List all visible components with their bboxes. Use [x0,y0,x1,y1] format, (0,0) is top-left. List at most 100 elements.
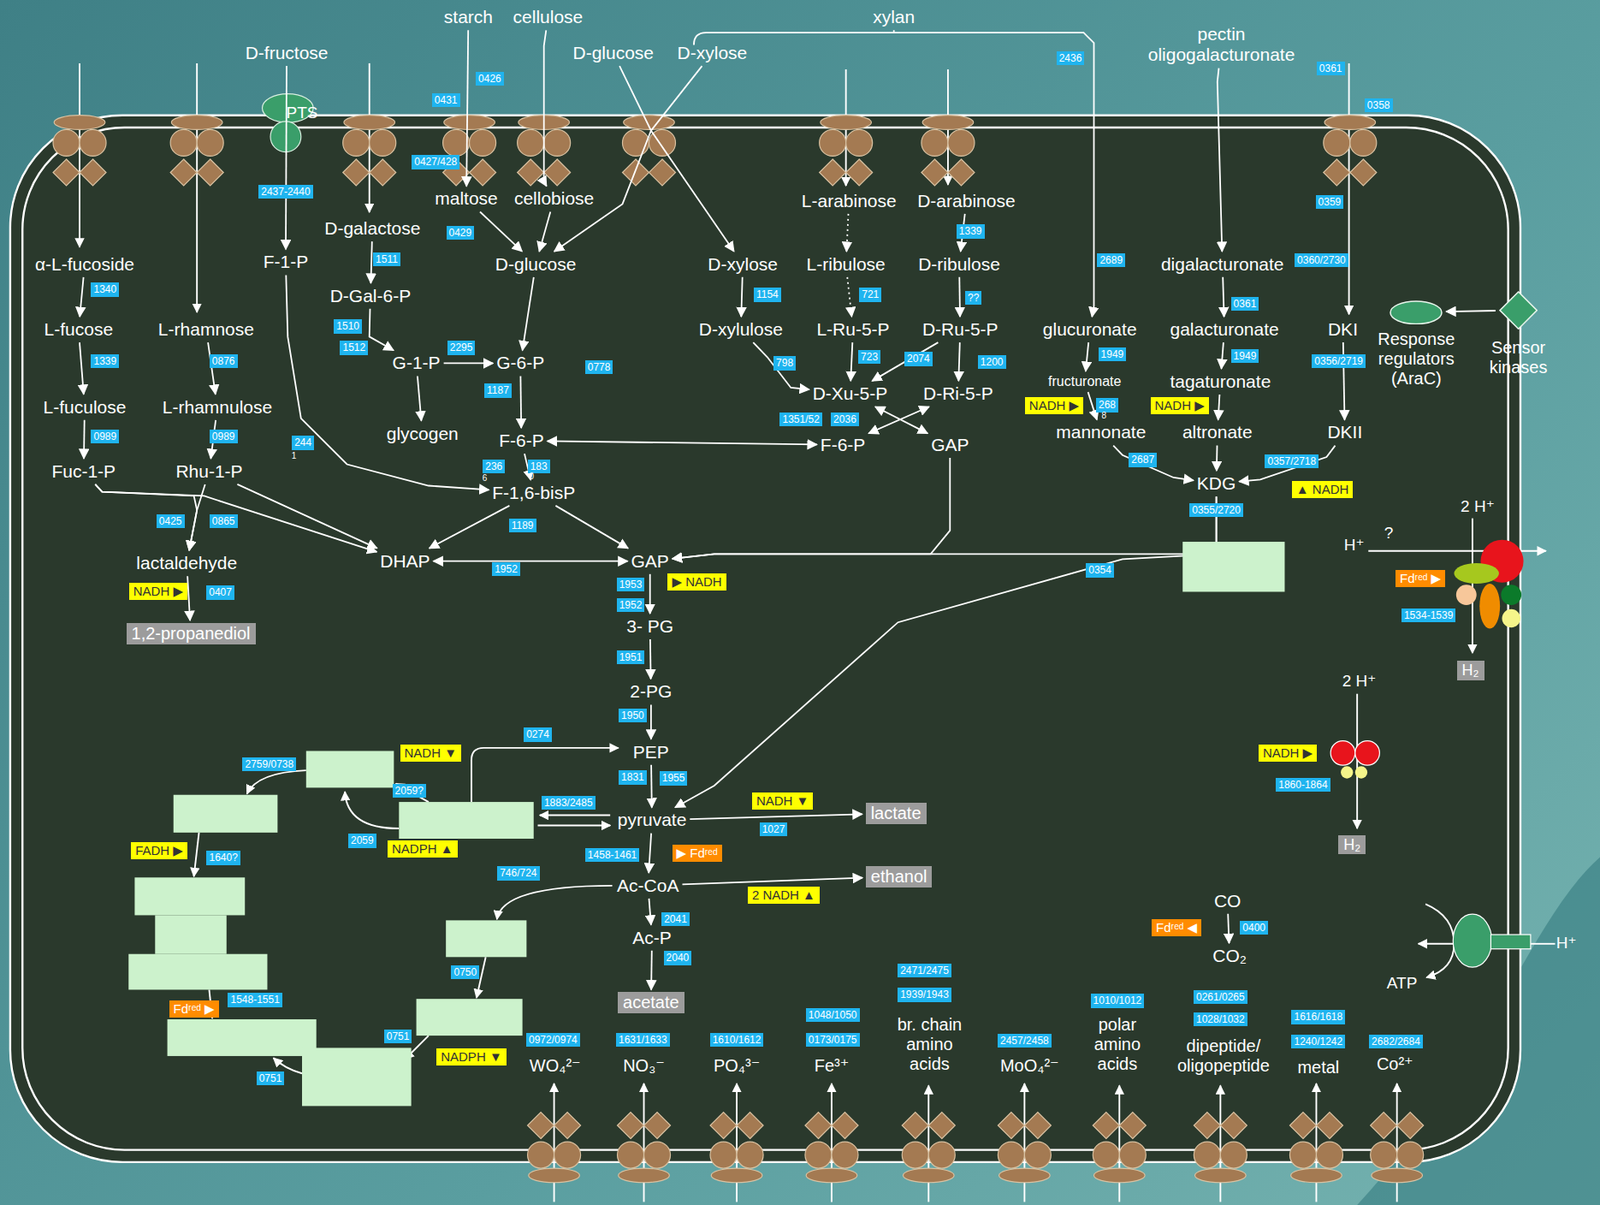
reaction-arrow [554,65,652,252]
node-label: DKI [1327,319,1358,340]
uptake-arrow [553,1083,556,1202]
gene-number: 1952 [491,562,521,576]
diamond-shape [1499,290,1538,330]
proton-line [1530,942,1556,945]
metabolite: L-rhamnose [158,319,255,340]
reaction-arrow [650,950,653,990]
reaction-arrow [1238,445,1335,482]
gene-number: 1640? [206,850,240,865]
metabolite: CO [1214,890,1242,912]
reaction-arrow [850,342,853,381]
gene-number: 1939/1943 [897,987,952,1002]
gene-number: 2457/2458 [997,1033,1052,1048]
gene-number: 0751 [384,1029,413,1043]
node-label: PEP [633,741,670,763]
reaction-arrow [1218,394,1221,420]
reaction-arrow [369,308,394,351]
ferredoxin-tag: Fdʳᵉᵈ ▶ [169,1000,220,1018]
uptake-arrow [830,1083,833,1202]
gene-number: 0426 [475,71,504,86]
metabolite: GAP [631,551,670,572]
metabolite: D-galactose [324,218,421,239]
reaction-arrow [444,361,494,364]
gene-number: 0358 [1364,98,1393,113]
reaction-arrow [650,704,652,739]
metabolite: D-Ri-5-P [923,383,994,404]
cofactor-tag: ▶ NADH [667,573,726,591]
node-label: DKII [1327,421,1363,443]
hydrogenase-subunit [1355,740,1381,766]
uptake-arrow [195,63,198,313]
gene-number: 2471/2475 [897,963,952,978]
node-label: H₂ [1343,835,1361,854]
pathway-arrow [471,747,619,802]
reaction-arrow [285,275,489,491]
hydrogenase-subunit [1340,765,1353,778]
metabolite: altronate [1182,421,1253,443]
gene-number: 2040 [663,950,693,965]
node-label: glucuronate [1042,319,1138,340]
metabolite: maltose [434,188,498,209]
hydrogenase-subunit [1453,562,1499,584]
reaction-arrow [649,574,652,614]
gene-number: 1458-1461 [585,847,640,862]
metabolite: Ac-CoA [616,875,679,896]
pathway-arrow [194,832,200,877]
gene-number: 1511 [373,252,401,267]
reaction-arrow [1085,342,1089,372]
green-box [302,1047,412,1106]
ferredoxin-tag: ▶ Fdʳᵉᵈ [672,844,723,862]
node-label: D-galactose [324,218,421,239]
metabolite: D-xylulose [699,319,783,340]
product-box: 1,2-propanediol [126,622,256,645]
gene-number: 1616/1618 [1291,1009,1346,1024]
transporter [1092,1112,1146,1183]
gene-number: 0354 [1085,562,1115,577]
gene-number: 1340 [90,282,119,297]
node-label: D-Gal-6-P [330,285,412,307]
gene-number: 236 [482,459,505,474]
overflow-digit: 8 [1102,410,1108,421]
reaction-arrow [847,277,852,317]
product-box: ethanol [865,865,933,888]
node-label: acetate [622,992,680,1013]
cofactor-tag: NADH ▶ [129,582,188,600]
metabolite: L-fuculose [43,397,127,418]
uptake-arrow [927,1085,930,1203]
reaction-arrow [871,342,938,381]
green-box [134,877,245,915]
transporter [53,115,107,186]
gene-number: 0778 [585,360,614,374]
gene-number: 1883/2485 [541,795,596,810]
metabolite: Ac-P [632,927,672,949]
cofactor-tag: NADH ▼ [400,744,463,762]
reaction-arrow [1227,913,1229,943]
gene-number: 268 [1096,397,1119,412]
ferredoxin-tag: Fdʳᵉᵈ ◀ [1151,918,1202,937]
pathway-arrow [247,770,307,794]
reaction-arrow [82,420,85,459]
gene-number: 244 [291,435,315,450]
node-label: tagaturonate [1169,371,1271,392]
gene-number: 2059 [348,833,377,848]
substrate-label: PO₄³⁻ [700,1055,772,1076]
node-label: xylan [872,6,915,28]
gene-number: 2295 [447,340,476,355]
gene-number: 0750 [450,965,480,979]
reaction-arrow [237,484,377,549]
reaction-arrow [1445,310,1496,312]
metabolite: starch [444,6,493,28]
node-label: D-Ri-5-P [923,383,994,404]
atp-arrow [1418,942,1455,945]
reaction-arrow [868,406,930,433]
metabolite: D-Xu-5-P [812,383,889,404]
product-box: H₂ [1338,835,1366,855]
gene-number: 0425 [156,514,185,528]
hydrogenase-subunit [1456,584,1477,605]
node-label: cellulose [513,6,584,28]
gene-number: 1949 [1098,347,1127,362]
ion-label: H⁺ [1344,535,1365,556]
gene-number: 1200 [977,355,1007,369]
product-box: acetate [617,991,685,1014]
reaction-arrow [752,342,809,390]
